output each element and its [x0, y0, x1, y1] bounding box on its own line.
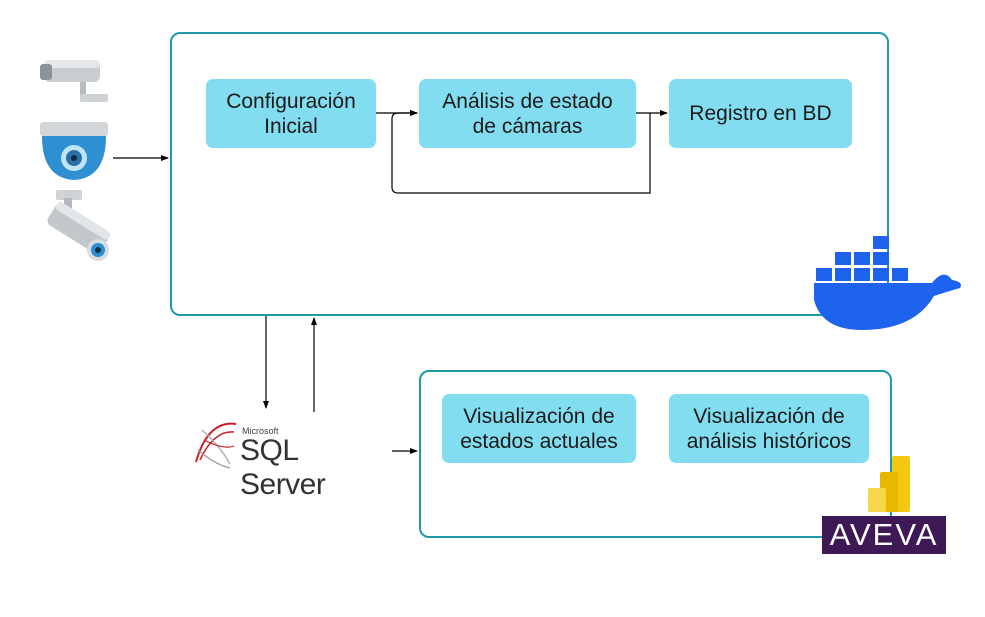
registry-box: Registro en BD: [669, 79, 852, 148]
docker-whale-icon: [814, 236, 961, 330]
sql-server-logo-icon: [195, 422, 237, 469]
historic-analysis-box: Visualización de análisis históricos: [669, 394, 869, 463]
security-camera-icon: [47, 190, 111, 261]
config-box: Configuración Inicial: [206, 79, 376, 148]
analysis-box: Análisis de estado de cámaras: [419, 79, 636, 148]
loop-arrow: [391, 110, 651, 194]
sql-server-logo: Microsoft SQL Server: [190, 414, 390, 501]
current-states-box: Visualización de estados actuales: [442, 394, 636, 463]
sql-vendor-label: Microsoft: [242, 426, 279, 436]
dome-camera-icon: [40, 122, 108, 180]
sql-name-label: SQL Server: [240, 434, 326, 501]
bullet-camera-icon: [40, 60, 108, 102]
analysis-container: [170, 32, 889, 316]
visualization-container: [419, 370, 892, 538]
power-bi-icon: [868, 456, 910, 512]
aveva-logo: AVEVA: [822, 516, 946, 554]
